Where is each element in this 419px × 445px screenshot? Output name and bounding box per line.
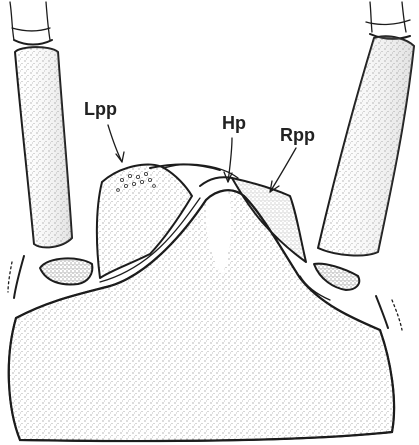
- left-leg-joint: [10, 2, 52, 45]
- right-leg-joint: [366, 2, 410, 39]
- lpp-label: Lpp: [84, 99, 117, 119]
- hp-label: Hp: [222, 113, 246, 133]
- right-leg-segment: [318, 36, 414, 255]
- left-leg-segment: [15, 47, 72, 247]
- right-lower-lobe: [314, 264, 359, 290]
- rpp-label: Rpp: [280, 125, 315, 145]
- left-lower-lobe: [40, 258, 92, 284]
